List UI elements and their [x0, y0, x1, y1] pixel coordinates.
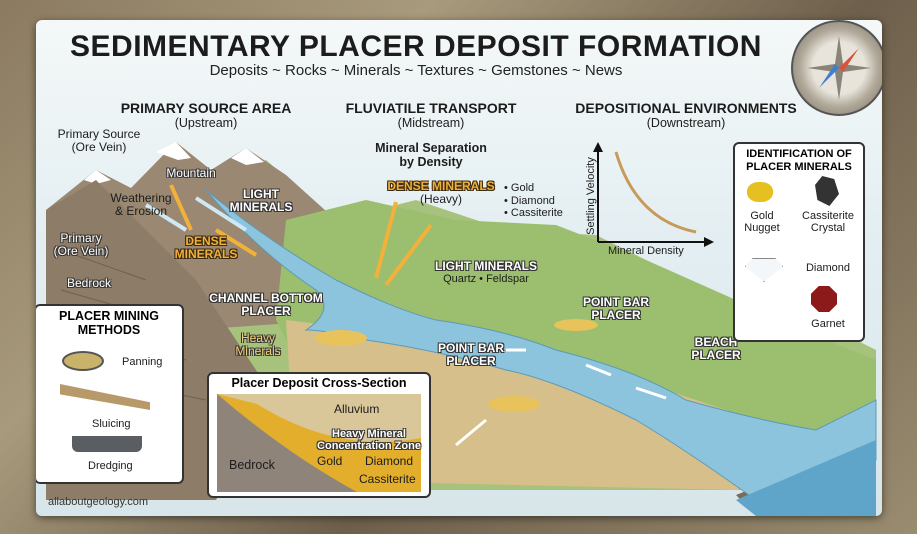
sluicing-label: Sluicing: [92, 418, 131, 430]
garnet-icon: [811, 286, 837, 312]
cs-cassiterite-label: Cassiterite: [359, 472, 416, 486]
section-transport: FLUVIATILE TRANSPORT(Midstream): [345, 100, 517, 130]
dredge-icon: [72, 436, 142, 452]
diamond-label: Diamond: [805, 262, 851, 274]
garnet-label: Garnet: [811, 318, 845, 330]
cs-gold-label: Gold: [317, 454, 343, 468]
diamond-icon: [745, 258, 783, 282]
cross-section-panel: Placer Deposit Cross-Section Alluvium He…: [207, 372, 431, 498]
panning-label: Panning: [122, 356, 163, 368]
mountain-label: Mountain: [166, 166, 216, 180]
alluvium-label: Alluvium: [334, 402, 380, 416]
page-subtitle: Deposits ~ Rocks ~ Minerals ~ Textures ~…: [209, 62, 623, 79]
page-title: SEDIMENTARY PLACER DEPOSIT FORMATION: [70, 30, 762, 63]
cassiterite-crystal-icon: [815, 176, 839, 206]
weathering-label: Weathering& Erosion: [110, 191, 172, 219]
cs-bedrock-label: Bedrock: [229, 458, 275, 472]
sluice-icon: [60, 384, 150, 410]
cs-diamond-label: Diamond: [365, 454, 414, 468]
website-link[interactable]: allaboutgeology.com: [48, 496, 149, 508]
density-graph: [593, 142, 714, 247]
section-depositional: DEPOSITIONAL ENVIRONMENTS(Downstream): [575, 100, 797, 130]
graph-xlabel: Mineral Density: [608, 245, 684, 257]
all-about-geology-logo[interactable]: [791, 20, 882, 116]
cross-section-title: Placer Deposit Cross-Section: [231, 376, 407, 390]
dense-mineral-list: • Gold• Diamond• Cassiterite: [504, 182, 563, 220]
cross-section-illustration: [217, 394, 421, 492]
bedrock-label: Bedrock: [66, 276, 112, 290]
dense-minerals-heavy-label: DENSE MINERALS(Heavy): [387, 179, 495, 206]
compass-icon: [807, 36, 871, 100]
primary-source-label: Primary Source(Ore Vein): [57, 127, 141, 155]
panning-icon: [62, 351, 104, 371]
dredging-label: Dredging: [88, 460, 133, 472]
infographic-card: SEDIMENTARY PLACER DEPOSIT FORMATION Dep…: [36, 20, 882, 516]
section-primary: PRIMARY SOURCE AREA(Upstream): [120, 100, 292, 130]
gold-nugget-icon: [747, 182, 773, 202]
primary-ore-vein-label: Primary(Ore Vein): [53, 231, 109, 258]
graph-ylabel: Settling Velocity: [585, 157, 597, 235]
